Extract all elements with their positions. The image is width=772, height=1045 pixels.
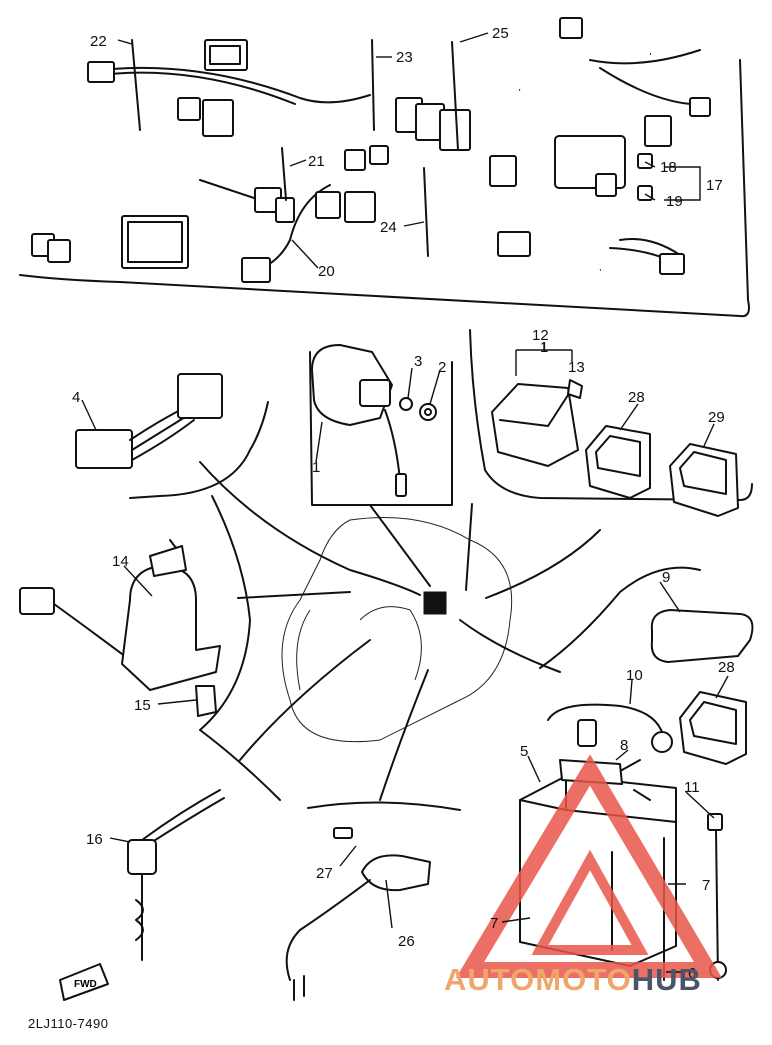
frame-ghost [199,461,601,801]
callout-23: 23 [396,49,413,66]
callout-26: 26 [398,933,415,950]
main-harness-panel [19,17,750,318]
callout-leaders [81,32,729,973]
callout-1-top: 1 [540,339,548,356]
callout-14: 14 [112,553,129,570]
watermark-text: AUTOMOTOHUB [444,962,702,998]
callout-1-relay: 1 [312,459,320,476]
callout-24: 24 [380,219,397,236]
callout-15: 15 [134,697,151,714]
callout-7-right: 7 [702,877,710,894]
callout-25: 25 [492,25,509,42]
callout-28-lower: 28 [718,659,735,676]
callout-10: 10 [626,667,643,684]
callout-8: 8 [620,737,628,754]
callout-9: 9 [662,569,670,586]
callout-7-left: 7 [490,915,498,932]
lower-center-parts [285,801,461,1001]
callout-labels: 22 23 25 21 18 17 19 24 20 12 1 13 3 2 4… [72,25,735,982]
callout-21: 21 [308,153,325,170]
callout-22: 22 [90,33,107,50]
callout-16: 16 [86,831,103,848]
callout-29: 29 [708,409,725,426]
drawing-code: 2LJ110-7490 [28,1016,109,1031]
watermark-part1: AUTOMOTO [444,962,632,997]
middle-panels [75,329,753,517]
callout-2: 2 [438,359,446,376]
fwd-label: FWD [74,979,97,990]
callout-3: 3 [414,353,422,370]
callout-6: 6 [688,965,696,982]
watermark-logo-shape [455,754,723,978]
watermark-part2: HUB [631,962,702,997]
callout-13: 13 [568,359,585,376]
callout-17: 17 [706,177,723,194]
lower-left-parts: FWD [19,495,281,1001]
callout-4: 4 [72,389,80,406]
callout-19: 19 [666,193,683,210]
callout-28-upper: 28 [628,389,645,406]
callout-18: 18 [660,159,677,176]
callout-5: 5 [520,743,528,760]
callout-27: 27 [316,865,333,882]
callout-12: 12 [532,327,549,344]
callout-20: 20 [318,263,335,280]
callout-11: 11 [684,779,700,796]
